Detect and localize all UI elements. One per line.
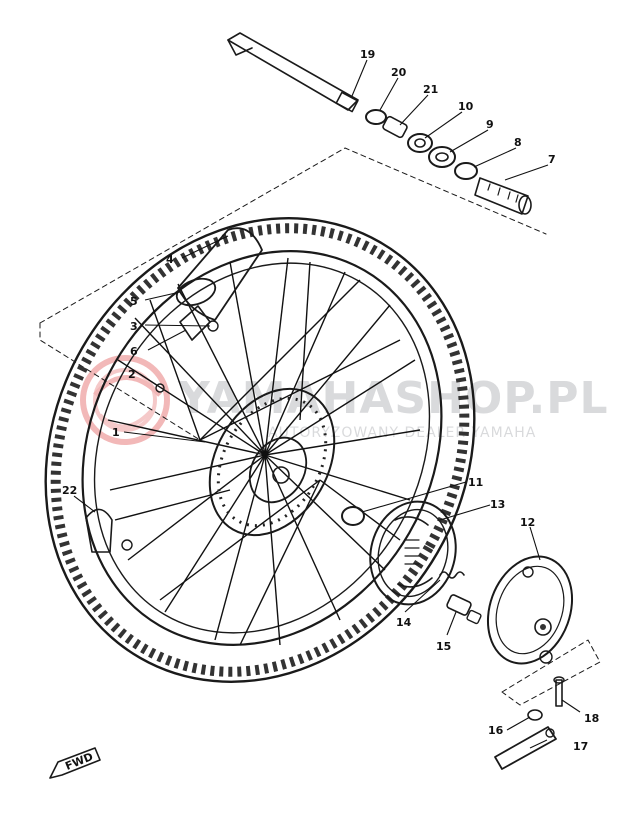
tire-section-22 [85, 508, 133, 553]
forward-direction-tag: FWD [49, 747, 101, 779]
tube-4 [177, 227, 263, 321]
callout-18: 18 [584, 712, 599, 725]
valve-6 [179, 305, 211, 341]
callout-14: 14 [396, 616, 412, 629]
axle-sleeve-7 [474, 177, 532, 215]
nut-2 [155, 383, 165, 393]
cam-lever-17 [494, 726, 557, 770]
bearing-10 [407, 133, 433, 153]
cam-15 [446, 594, 472, 616]
washer-16 [527, 709, 543, 721]
watermark: YAMAHASHOP.PL AUTORYZOWANY DEALER YAMAHA [80, 355, 608, 445]
callout-22: 22 [62, 484, 77, 497]
cam-and-spring [439, 571, 482, 625]
callout-8: 8 [514, 136, 522, 149]
axle-shaft [227, 32, 359, 113]
bearing-11 [341, 506, 365, 526]
callout-6: 6 [130, 345, 138, 358]
callout-19: 19 [360, 48, 375, 61]
lever-hardware [494, 676, 565, 770]
oil-seal-8 [454, 162, 478, 180]
callout-2: 2 [128, 368, 136, 381]
spokes [107, 257, 421, 646]
tire [44, 217, 476, 683]
tire-tread [50, 223, 470, 677]
spring-14 [439, 571, 465, 579]
wheel-assembly [44, 217, 476, 683]
fwd-arrow-icon [49, 747, 101, 779]
exploded-guide-lines [39, 147, 601, 706]
callout-1: 1 [112, 426, 120, 439]
brake-shoes [369, 500, 457, 606]
callout-13: 13 [490, 498, 505, 511]
callout-21: 21 [423, 83, 438, 96]
callout-3: 3 [130, 320, 138, 333]
callout-20: 20 [391, 66, 407, 79]
callout-leaders [73, 59, 581, 749]
callout-10: 10 [458, 100, 474, 113]
callout-17: 17 [573, 740, 588, 753]
bearing-9 [428, 146, 456, 168]
callout-4: 4 [166, 253, 174, 266]
callout-labels: 19 20 21 10 9 8 7 4 5 3 6 2 1 11 13 12 1… [62, 48, 599, 753]
hub-hardware [365, 109, 532, 215]
wheel-hub [208, 387, 336, 537]
callout-7: 7 [548, 153, 556, 166]
collar-20 [365, 109, 387, 125]
callout-15: 15 [436, 640, 451, 653]
callout-5: 5 [130, 295, 138, 308]
bolt-18 [555, 679, 563, 707]
tube-end-5 [175, 277, 217, 307]
callout-16: 16 [488, 724, 504, 737]
callout-9: 9 [486, 118, 494, 131]
rim [81, 250, 443, 646]
callout-11: 11 [468, 476, 483, 489]
callout-12: 12 [520, 516, 535, 529]
fwd-label: FWD [63, 750, 95, 773]
brake-panel [486, 555, 574, 665]
spacer-21 [382, 115, 408, 139]
